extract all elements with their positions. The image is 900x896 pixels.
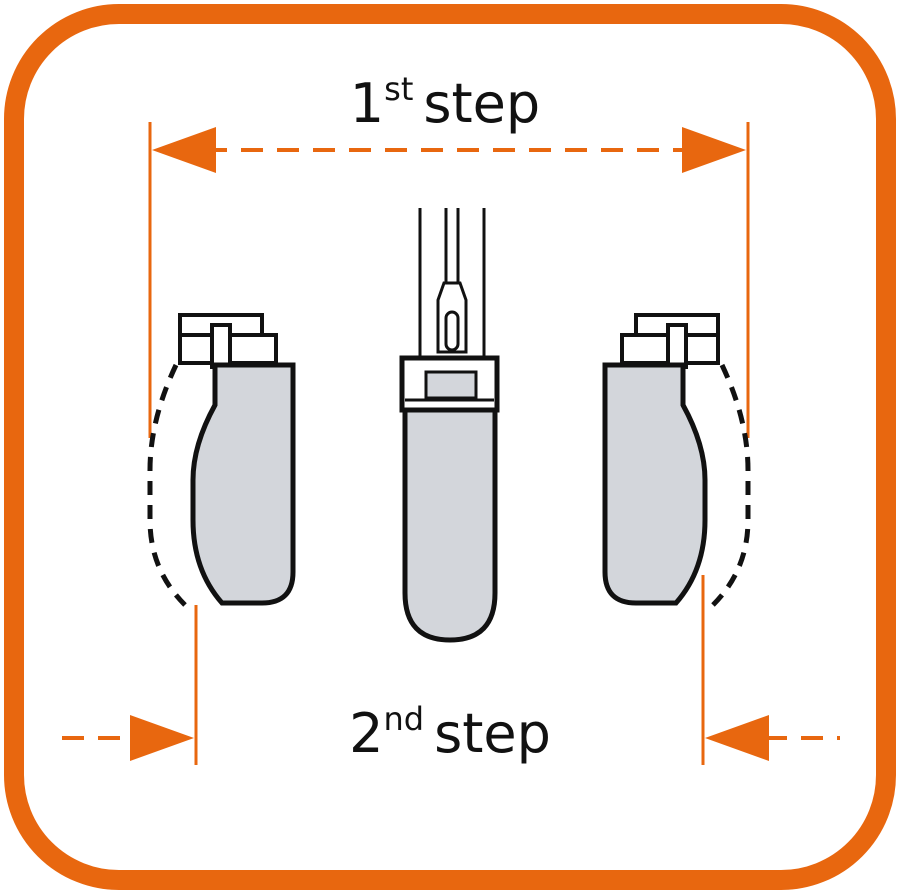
right-finger-previous-outline bbox=[711, 363, 751, 607]
step1-arrow-left-icon bbox=[152, 127, 216, 173]
step1-number: 1 bbox=[350, 72, 384, 135]
step1-suffix: st bbox=[384, 70, 413, 108]
step1-arrow-right-icon bbox=[682, 127, 746, 173]
step2-word: step bbox=[434, 702, 551, 765]
center-cap-inner bbox=[424, 370, 478, 400]
left-finger-previous-outline bbox=[147, 363, 187, 607]
center-connector-slot bbox=[444, 310, 460, 352]
left-finger-mount-stem bbox=[210, 323, 232, 369]
right-finger-mount-stem bbox=[666, 323, 688, 369]
center-tube-body bbox=[402, 407, 498, 643]
step1-word: step bbox=[423, 72, 540, 135]
step2-suffix: nd bbox=[383, 700, 424, 738]
step2-number: 2 bbox=[349, 702, 383, 765]
right-gripper-finger bbox=[602, 313, 751, 607]
left-finger-body bbox=[190, 362, 296, 606]
step2-arrow-right-icon bbox=[705, 715, 769, 761]
step2-arrow-left-icon bbox=[130, 715, 194, 761]
left-gripper-finger bbox=[147, 313, 296, 607]
right-finger-body bbox=[602, 362, 708, 606]
center-tube-assembly bbox=[399, 208, 500, 643]
